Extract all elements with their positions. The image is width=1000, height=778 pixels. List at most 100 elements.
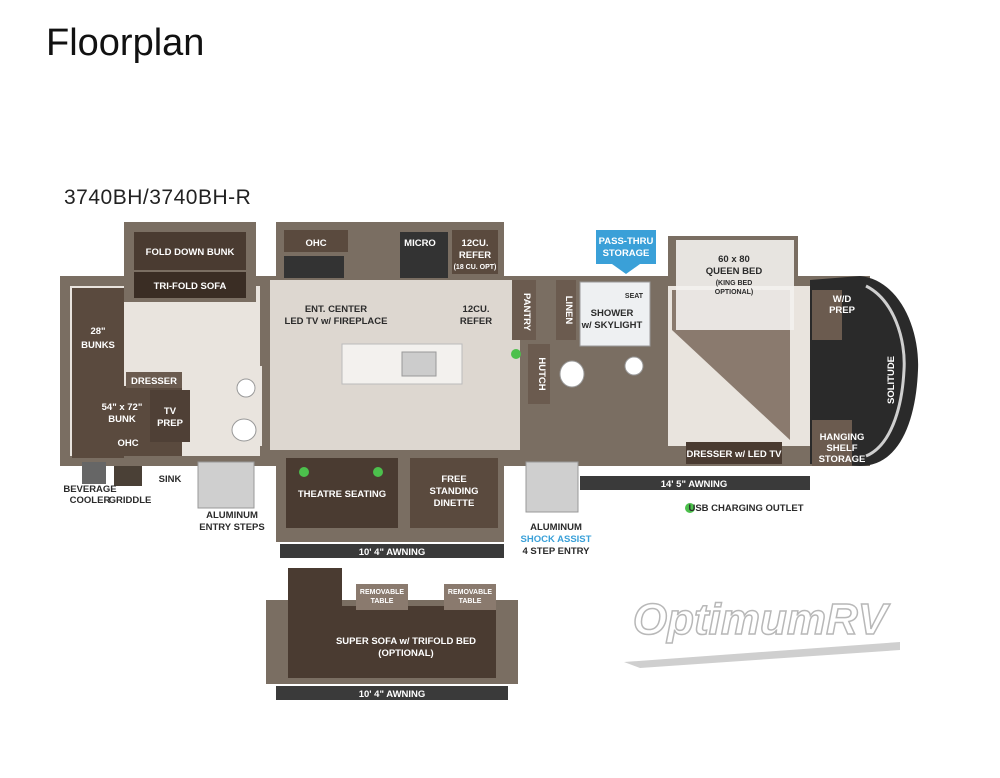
label-pass-thru-2: STORAGE (603, 248, 650, 259)
watermark-road (624, 642, 900, 668)
label-queen-bed: QUEEN BED (706, 266, 763, 277)
label-dresser: DRESSER (131, 376, 177, 387)
label-removable-b: REMOVABLE (448, 589, 493, 596)
label-bed-size: 60 x 80 (718, 254, 750, 265)
label-refer-top-3: (18 CU. OPT) (454, 264, 497, 271)
shower (579, 281, 651, 347)
label-bunks-28: 28" (90, 326, 105, 337)
refer-top (452, 230, 498, 274)
island-sink (401, 351, 437, 377)
label-sink: SINK (159, 474, 182, 485)
pass-thru-arrow (612, 264, 640, 274)
label-king-bed-2: OPTIONAL) (715, 289, 754, 296)
label-dinette: DINETTE (434, 498, 475, 509)
label-refer-top-2: REFER (459, 250, 491, 261)
label-skylight: w/ SKYLIGHT (581, 320, 643, 331)
watermark-logo: OptimumRV (633, 595, 891, 644)
hanging-storage (812, 420, 852, 466)
label-hanging-3: STORAGE (819, 454, 866, 465)
label-refer-top-1: 12CU. (462, 238, 489, 249)
awning-104-b-bar (276, 686, 508, 700)
label-awning-145: 14' 5" AWNING (661, 479, 728, 490)
microwave (400, 232, 448, 278)
dresser-bunk (126, 372, 182, 388)
super-sofa (342, 606, 496, 678)
label-bunk-size: 54" x 72" (102, 402, 143, 413)
label-aluminum: ALUMINUM (206, 510, 258, 521)
free-standing-dinette (410, 458, 498, 528)
label-bunk: BUNK (108, 414, 136, 425)
tri-fold-sofa (134, 272, 246, 298)
bed-headboard-area (676, 240, 794, 330)
ent-center-unit (284, 256, 344, 278)
awning-104-a-bar (280, 544, 504, 558)
label-free: FREE (441, 474, 466, 485)
wd-prep (812, 290, 842, 340)
model-number: 3740BH/3740BH-R (64, 186, 252, 209)
usb-outlet-theatre-right (373, 467, 383, 477)
label-alum-2: ALUMINUM (530, 522, 582, 533)
label-brand: SOLITUDE (886, 356, 897, 404)
label-optional: (OPTIONAL) (378, 648, 433, 659)
usb-outlet-theatre-left (299, 467, 309, 477)
label-wd: W/D (833, 294, 852, 305)
label-led-fireplace: LED TV w/ FIREPLACE (285, 316, 388, 327)
removable-table-b (444, 584, 496, 610)
label-hanging-1: HANGING (820, 432, 865, 443)
super-sofa-recliner (288, 568, 342, 678)
toilet (231, 418, 257, 442)
label-tv: TV (164, 406, 177, 417)
label-entry-steps: ENTRY STEPS (199, 522, 264, 533)
label-linen: LINEN (563, 296, 574, 325)
label-hutch: HUTCH (536, 357, 547, 390)
fold-down-bunk (134, 232, 246, 270)
label-bunks: BUNKS (81, 340, 115, 351)
label-four-step: 4 STEP ENTRY (522, 546, 590, 557)
cap-stripe (865, 284, 906, 458)
pass-thru-storage (596, 230, 656, 264)
label-removable-a: REMOVABLE (360, 589, 405, 596)
label-king-bed-1: (KING BED (716, 280, 753, 287)
label-standing: STANDING (430, 486, 479, 497)
bath-sink (236, 378, 256, 398)
linen (556, 280, 576, 340)
ohc-top (284, 230, 348, 252)
label-awning-104-b: 10' 4" AWNING (359, 689, 426, 700)
awning-145-bar (580, 476, 810, 490)
label-prep: PREP (157, 418, 184, 429)
label-shower: SHOWER (591, 308, 634, 319)
label-wd-prep: PREP (829, 305, 856, 316)
label-pass-thru-1: PASS-THRU (599, 236, 654, 247)
label-ent-center: ENT. CENTER (305, 304, 367, 315)
usb-legend-icon (685, 503, 695, 513)
label-beverage: BEVERAGE (63, 484, 116, 495)
label-dresser-led: DRESSER w/ LED TV (686, 449, 782, 460)
shock-assist-entry (525, 461, 579, 513)
label-griddle: GRIDDLE (109, 495, 152, 506)
label-ohc-top: OHC (305, 238, 326, 249)
label-cooler: COOLER (70, 495, 111, 506)
label-awning-104-a: 10' 4" AWNING (359, 547, 426, 558)
label-refer-mid-1: 12CU. (463, 304, 490, 315)
label-fold-down-bunk: FOLD DOWN BUNK (146, 247, 235, 258)
tv-prep (150, 390, 190, 442)
pantry (512, 280, 536, 340)
griddle (114, 466, 142, 486)
label-removable-a2: TABLE (371, 598, 394, 605)
label-seat: SEAT (625, 293, 644, 300)
hutch (528, 344, 550, 404)
beverage-cooler (82, 462, 106, 484)
label-pantry: PANTRY (521, 293, 532, 332)
label-usb: USB CHARGING OUTLET (688, 503, 803, 514)
page-title: Floorplan (46, 22, 205, 64)
label-shock-assist: SHOCK ASSIST (521, 534, 592, 545)
removable-table-a (356, 584, 408, 610)
aluminum-entry-steps (197, 461, 255, 509)
label-theatre: THEATRE SEATING (298, 489, 386, 500)
label-hanging-2: SHELF (826, 443, 857, 454)
label-ohc-bunk: OHC (117, 438, 138, 449)
label-tri-fold-sofa: TRI-FOLD SOFA (154, 281, 227, 292)
usb-outlet-kitchen (511, 349, 521, 359)
master-sink (624, 356, 644, 376)
